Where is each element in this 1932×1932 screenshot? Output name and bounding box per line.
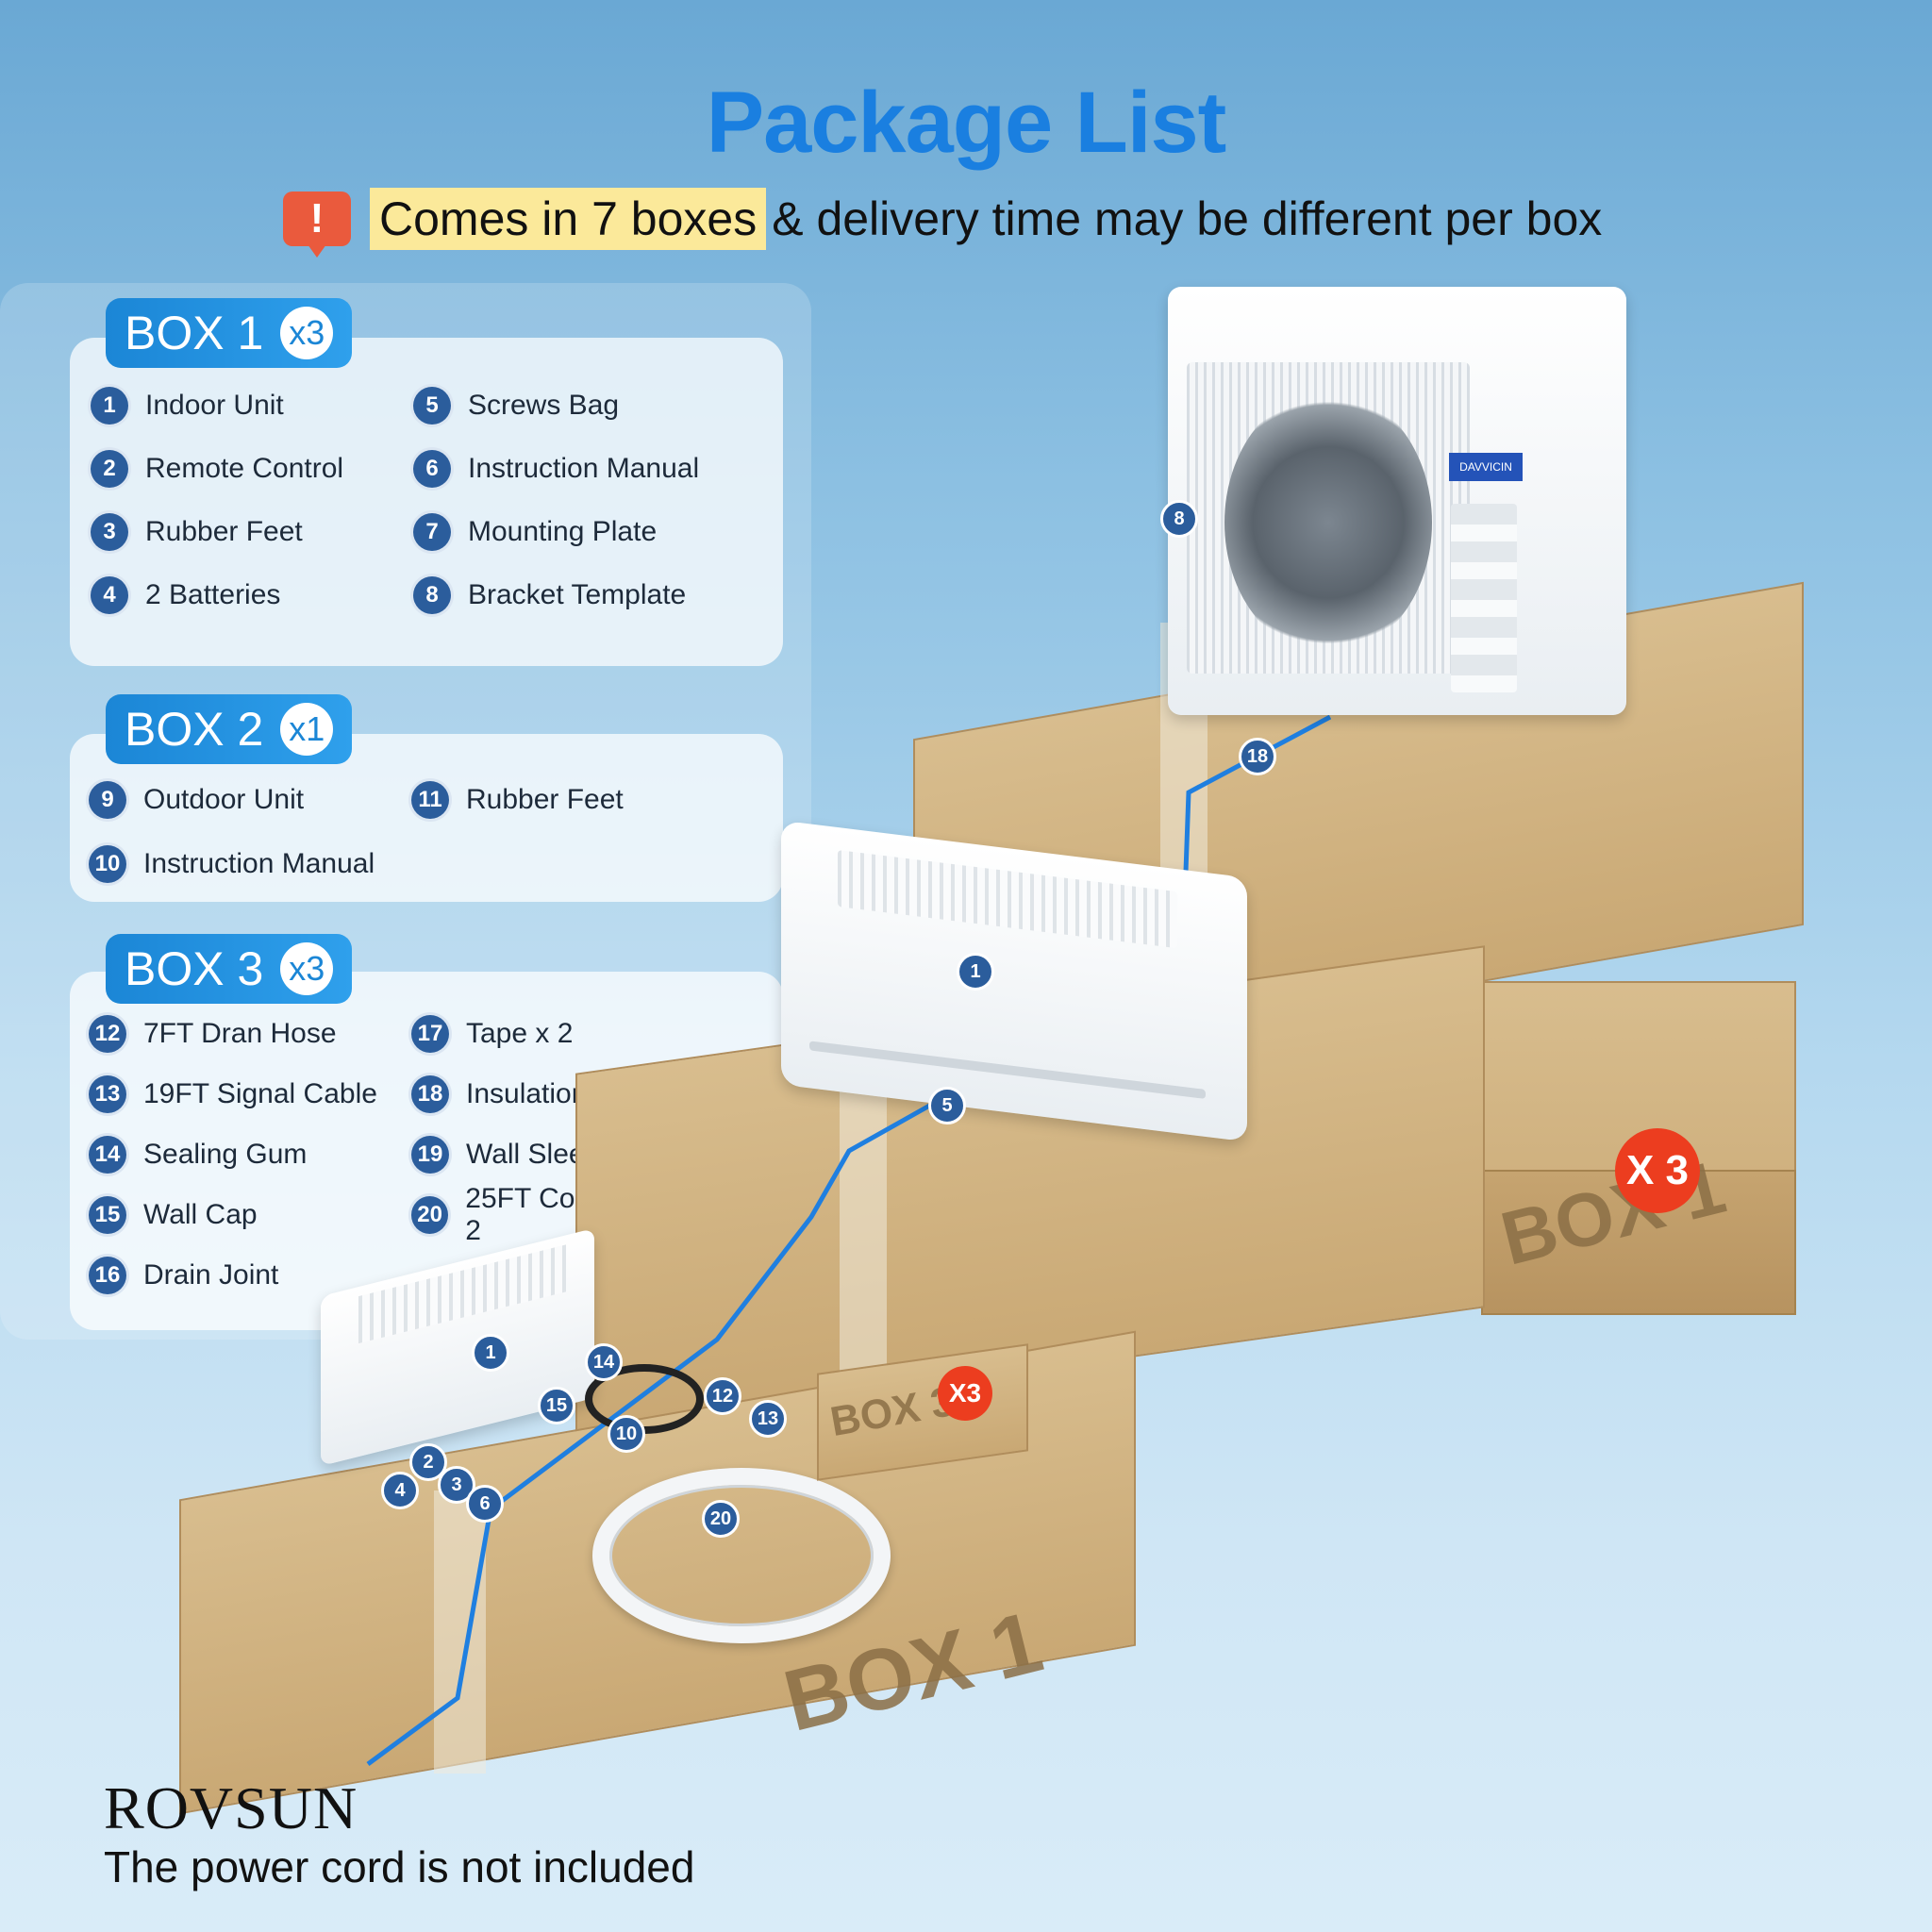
box-stack-side <box>1481 981 1796 1315</box>
box3-package <box>817 1343 1028 1481</box>
middle-box-tape <box>840 1019 887 1377</box>
fan-icon <box>1224 391 1432 655</box>
callout-10: 10 <box>608 1415 645 1453</box>
box3-tab: BOX 3 x3 <box>106 934 353 1004</box>
alert-icon: ! <box>283 192 351 258</box>
fan-grille <box>1187 362 1470 674</box>
box3-print: BOX 3 <box>826 1377 958 1446</box>
callout-5: 5 <box>928 1087 966 1124</box>
indoor-unit <box>781 820 1247 1142</box>
delivery-notice: ! Comes in 7 boxes & delivery time may b… <box>283 185 1603 258</box>
box3-multiplier-badge: X3 <box>938 1366 992 1421</box>
callout-4: 4 <box>381 1472 419 1509</box>
callout-2: 2 <box>409 1443 447 1481</box>
outdoor-unit: DAVVICIN <box>1168 287 1626 715</box>
box1-count: x3 <box>280 307 334 359</box>
callout-1-small: 1 <box>472 1334 509 1372</box>
callout-12: 12 <box>704 1377 741 1415</box>
callout-3: 3 <box>438 1466 475 1504</box>
callout-18: 18 <box>1239 738 1276 775</box>
callout-8: 8 <box>1160 500 1198 538</box>
box2-label: BOX 2 <box>125 703 264 756</box>
copper-line-coil <box>592 1468 891 1643</box>
callout-13: 13 <box>749 1400 787 1438</box>
callout-6: 6 <box>466 1485 504 1523</box>
box1-label: BOX 1 <box>125 307 264 359</box>
air-intake-grille <box>838 850 1177 949</box>
callout-14: 14 <box>585 1343 623 1381</box>
page-title: Package List <box>706 75 1227 171</box>
box3-count: x3 <box>280 942 334 995</box>
callout-1: 1 <box>957 953 994 991</box>
brand-logo: DAVVICIN <box>1449 453 1523 481</box>
air-louver <box>809 1041 1206 1099</box>
callout-20: 20 <box>702 1500 740 1538</box>
box1-multiplier-badge: X 3 <box>1615 1128 1700 1213</box>
side-vents <box>1451 504 1517 692</box>
box1-front-print: BOX 1 <box>774 1593 1052 1750</box>
notice-highlight: Comes in 7 boxes <box>370 188 767 250</box>
box2-count: x1 <box>280 703 334 756</box>
notice-text: & delivery time may be different per box <box>772 192 1603 245</box>
drain-hose-coil <box>585 1364 704 1434</box>
callout-15: 15 <box>538 1387 575 1424</box>
box1-tab: BOX 1 x3 <box>106 298 353 368</box>
top-box-tape <box>1160 623 1208 1000</box>
box1-side-print: BOX 1 <box>1492 1144 1734 1281</box>
footnote: The power cord is not included <box>104 1842 695 1891</box>
bottom-box-tape <box>434 1491 486 1774</box>
box-side-face <box>1481 1170 1796 1315</box>
brand-logo-text: ROVSUN <box>104 1774 358 1841</box>
bottom-box <box>179 1330 1136 1815</box>
box3-label: BOX 3 <box>125 942 264 995</box>
top-box <box>913 581 1804 1083</box>
box2-tab: BOX 2 x1 <box>106 694 353 764</box>
